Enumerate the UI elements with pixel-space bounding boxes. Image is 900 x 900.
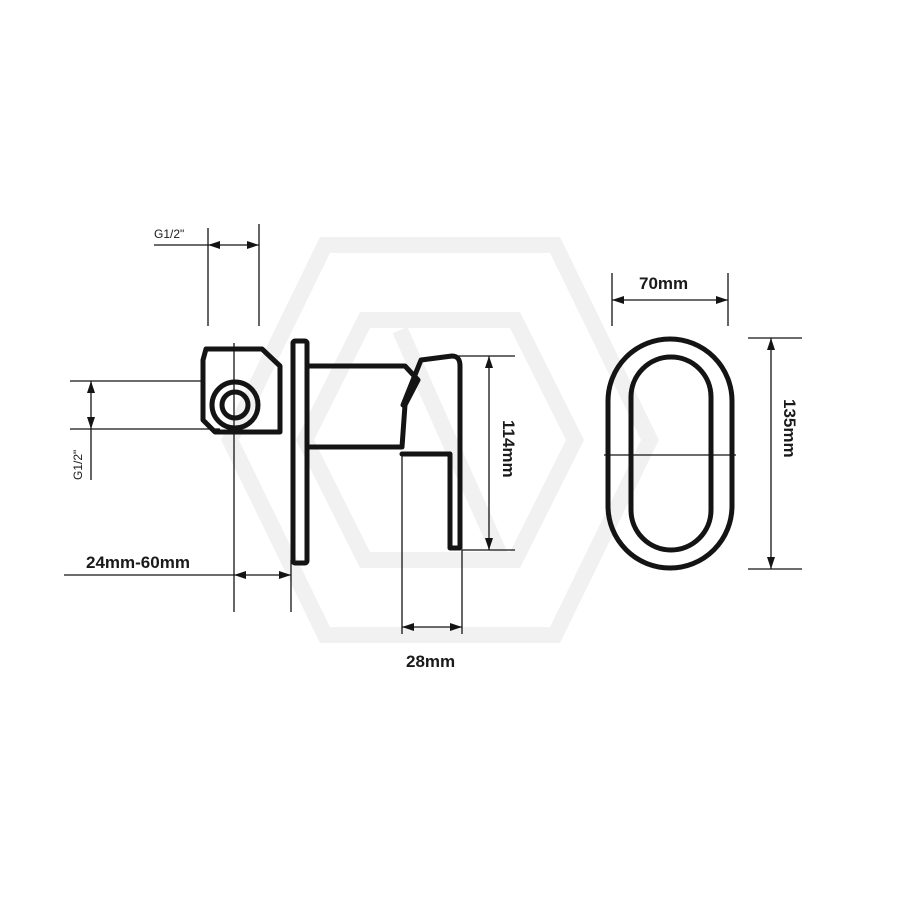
label-wall-depth: 24mm-60mm: [86, 553, 190, 572]
label-cover-height-side: 114mm: [499, 420, 518, 478]
label-g12-top: G1/2": [154, 227, 184, 241]
cover-plate-front-view: [604, 336, 736, 571]
dimension-lever-depth: 28mm: [401, 455, 463, 671]
label-plate-height: 135mm: [780, 399, 799, 458]
dimension-wall-depth: 24mm-60mm: [64, 553, 292, 612]
dimension-plate-height: 135mm: [748, 337, 802, 570]
dimension-g12-side: G1/2": [70, 380, 220, 480]
dimension-cover-height-side: 114mm: [452, 355, 518, 551]
label-plate-width: 70mm: [639, 274, 688, 293]
label-lever-depth: 28mm: [406, 652, 455, 671]
dimension-plate-width: 70mm: [611, 273, 729, 326]
label-g12-side: G1/2": [71, 450, 85, 480]
dimension-g12-top: G1/2": [154, 224, 260, 326]
